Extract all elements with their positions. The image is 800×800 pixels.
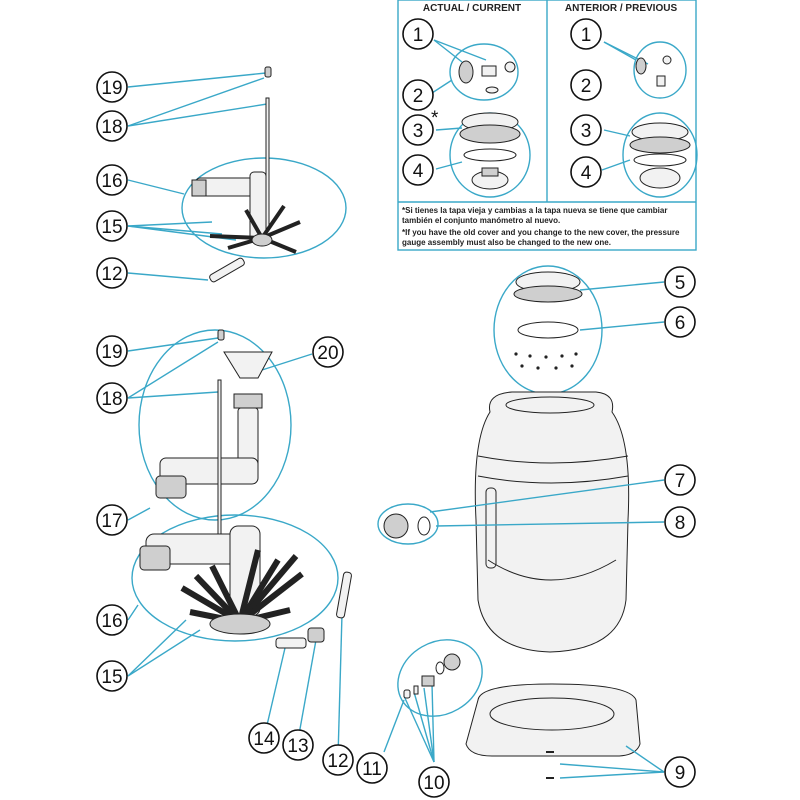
lateral-assembly-large	[127, 329, 352, 758]
callout-16a-label: 16	[101, 171, 122, 192]
lateral-assembly-small	[127, 66, 347, 283]
callout-16b-label: 16	[101, 611, 122, 632]
note-spanish: *Si tienes la tapa vieja y cambias a la …	[402, 206, 668, 225]
filter-tank	[377, 265, 665, 779]
callout-15a-label: 15	[101, 217, 122, 238]
callout-10-label: 10	[423, 773, 444, 794]
callout-18b-label: 18	[101, 389, 122, 410]
callout-8: 8	[664, 506, 696, 538]
callout-6-label: 6	[675, 313, 686, 334]
callout-17-label: 17	[101, 511, 122, 532]
callout-17: 17	[96, 504, 128, 536]
callout-13: 13	[282, 729, 314, 761]
callout-8-label: 8	[675, 513, 686, 534]
callout-9: 9	[664, 756, 696, 788]
callout-5: 5	[664, 266, 696, 298]
previous-title: ANTERIOR / PREVIOUS	[565, 3, 678, 14]
callout-11-label: 11	[362, 759, 382, 780]
callout-3a-label: 3	[413, 121, 424, 142]
callout-5-label: 5	[675, 273, 686, 294]
callout-6: 6	[664, 306, 696, 338]
callout-20: 20	[312, 336, 344, 368]
callout-15b-label: 15	[101, 667, 122, 688]
callout-4a-label: 4	[413, 161, 424, 182]
callout-16b: 16	[96, 604, 128, 636]
callout-18a-label: 18	[101, 117, 122, 138]
callout-12b: 12	[322, 744, 354, 776]
callout-19b-label: 19	[101, 342, 122, 363]
callout-4a: 4	[402, 154, 434, 186]
callout-9-label: 9	[675, 763, 686, 784]
callout-1a-label: 1	[413, 25, 424, 46]
callout-13-label: 13	[287, 736, 308, 757]
callout-19a-label: 19	[101, 78, 122, 99]
callout-15a: 15	[96, 210, 128, 242]
callout-7: 7	[664, 464, 696, 496]
gauge-part	[458, 60, 474, 84]
callout-2b: 2	[570, 69, 602, 101]
callout-1b-label: 1	[581, 25, 592, 46]
callout-12a-label: 12	[101, 264, 122, 285]
callout-19b: 19	[96, 335, 128, 367]
callout-1b: 1	[570, 18, 602, 50]
callout-10: 10	[418, 766, 450, 798]
callout-4b-label: 4	[581, 163, 592, 184]
callout-12b-label: 12	[327, 751, 348, 772]
comparison-panel: ACTUAL / CURRENT ANTERIOR / PREVIOUS	[397, 0, 698, 251]
callout-2a: 2	[402, 79, 434, 111]
callout-14: 14	[248, 722, 280, 754]
callout-16a: 16	[96, 164, 128, 196]
callout-14-label: 14	[253, 729, 275, 750]
note-english: *If you have the old cover and you chang…	[402, 228, 680, 247]
callout-2a-label: 2	[413, 86, 424, 107]
callout-7-label: 7	[675, 471, 686, 492]
callout-4b: 4	[570, 156, 602, 188]
callout-3a: 3*	[402, 108, 439, 146]
callout-3b-label: 3	[581, 121, 592, 142]
callout-19a: 19	[96, 71, 128, 103]
current-title: ACTUAL / CURRENT	[423, 3, 521, 14]
callout-20-label: 20	[317, 343, 338, 364]
callout-11: 11	[356, 752, 388, 784]
callout-12a: 12	[96, 257, 128, 289]
callout-3a-star: *	[431, 108, 439, 129]
callout-18a: 18	[96, 110, 128, 142]
callout-3b: 3	[570, 114, 602, 146]
callout-1a: 1	[402, 18, 434, 50]
callout-2b-label: 2	[581, 76, 592, 97]
callout-18b: 18	[96, 382, 128, 414]
callout-15b: 15	[96, 660, 128, 692]
